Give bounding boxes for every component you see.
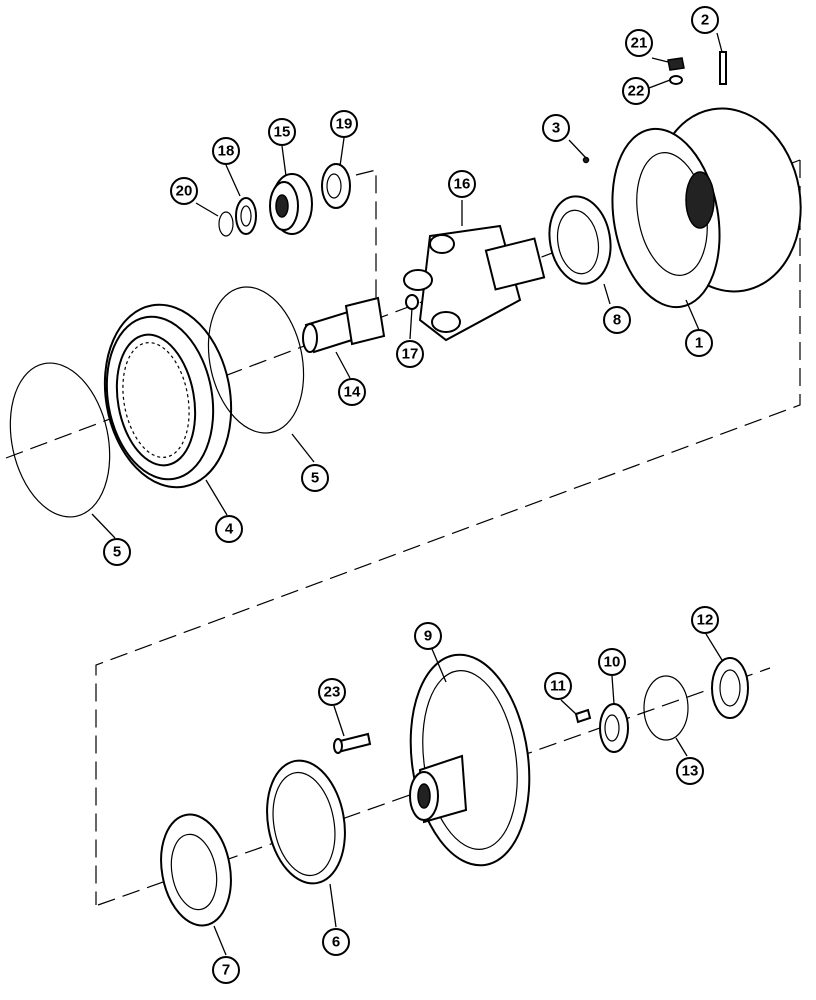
callout-2: 2 (691, 6, 719, 34)
callout-11: 11 (544, 672, 572, 700)
svg-text:1: 1 (695, 335, 703, 352)
thrust-washer (599, 703, 629, 753)
planet-carrier (403, 224, 546, 342)
washer-18 (235, 197, 257, 235)
brake-disc-pack (103, 303, 233, 489)
callout-9: 9 (414, 622, 442, 650)
cover-plate (711, 657, 749, 719)
snap-ring (218, 211, 234, 237)
needle-bearing (321, 163, 351, 209)
leader-lines (91, 32, 723, 956)
svg-text:18: 18 (218, 143, 235, 160)
callout-10: 10 (598, 648, 626, 676)
svg-text:5: 5 (311, 470, 319, 487)
o-ring-seal-left (9, 362, 111, 518)
svg-text:10: 10 (604, 654, 621, 671)
svg-text:3: 3 (552, 120, 560, 137)
callout-14: 14 (338, 378, 366, 406)
spacer (405, 294, 419, 310)
svg-text:23: 23 (324, 684, 341, 701)
svg-text:7: 7 (222, 962, 230, 979)
svg-text:13: 13 (682, 763, 699, 780)
svg-text:19: 19 (336, 116, 353, 133)
svg-text:9: 9 (424, 628, 432, 645)
bearing-7 (160, 813, 232, 927)
housing (611, 107, 802, 309)
callout-18: 18 (212, 137, 240, 165)
sun-gear-shaft (302, 296, 386, 354)
washer-22 (669, 75, 683, 85)
svg-text:17: 17 (402, 346, 419, 363)
callout-6: 6 (322, 928, 350, 956)
svg-text:21: 21 (631, 35, 648, 52)
callout-15: 15 (268, 118, 296, 146)
section-link-planet (355, 169, 377, 300)
svg-text:14: 14 (344, 384, 361, 401)
pin-11 (574, 708, 592, 724)
breather-fitting (719, 51, 727, 85)
callout-22: 22 (622, 77, 650, 105)
o-ring-13 (643, 675, 689, 741)
callout-16: 16 (448, 170, 476, 198)
callout-5-left: 5 (103, 538, 131, 566)
callout-21: 21 (625, 29, 653, 57)
wheel-stud (333, 732, 372, 754)
callout-23: 23 (318, 678, 346, 706)
callout-3: 3 (542, 114, 570, 142)
callout-8: 8 (603, 306, 631, 334)
bearing-8 (548, 195, 612, 285)
planet-gear (269, 173, 313, 235)
svg-text:22: 22 (628, 83, 645, 100)
svg-text:6: 6 (332, 934, 340, 951)
dowel-pin (582, 156, 590, 164)
svg-text:4: 4 (225, 521, 234, 538)
o-ring-seal-mid (207, 286, 305, 434)
seal-ring (266, 759, 346, 885)
svg-text:12: 12 (697, 612, 714, 629)
svg-text:2: 2 (701, 12, 709, 29)
svg-text:8: 8 (613, 312, 621, 329)
callout-20: 20 (170, 177, 198, 205)
svg-text:20: 20 (176, 183, 193, 200)
callout-17: 17 (396, 340, 424, 368)
callout-5-mid: 5 (301, 464, 329, 492)
callout-12: 12 (691, 606, 719, 634)
callout-4: 4 (215, 515, 243, 543)
callout-13: 13 (676, 757, 704, 785)
svg-text:16: 16 (454, 176, 471, 193)
svg-text:15: 15 (274, 124, 291, 141)
plug (667, 57, 685, 71)
callout-19: 19 (330, 110, 358, 138)
wheel-hub (409, 653, 531, 867)
svg-text:11: 11 (550, 678, 566, 695)
svg-text:5: 5 (113, 544, 121, 561)
callout-1: 1 (685, 329, 713, 357)
callout-7: 7 (212, 956, 240, 984)
